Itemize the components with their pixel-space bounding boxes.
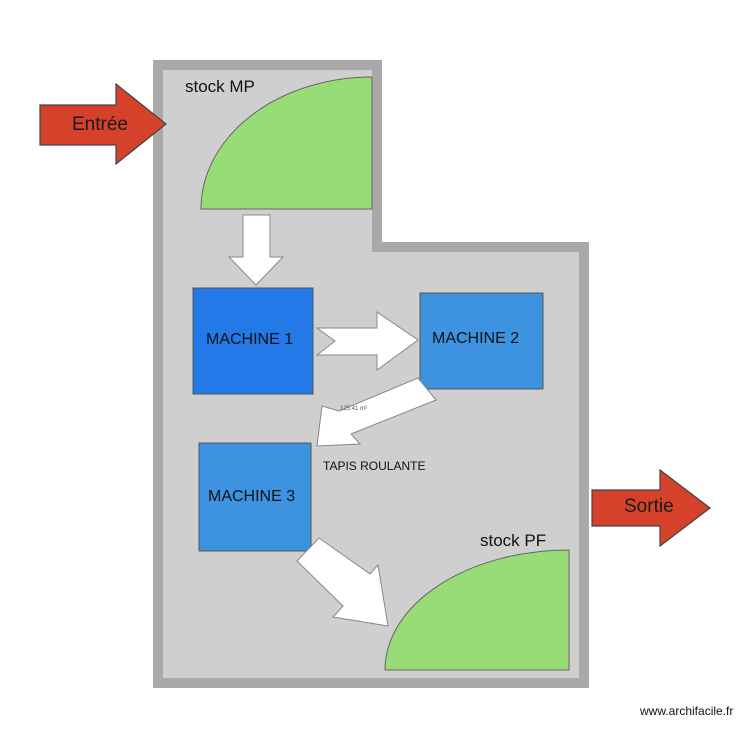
machine-1-box [192,287,314,395]
flow-arrow-mp-to-m1 [227,214,285,286]
machine-3-box [198,442,312,552]
stock-pf-label: stock PF [480,531,547,550]
machine-2-label: MACHINE 2 [432,330,520,347]
flow-arrow-m3-to-pf [296,537,389,627]
stock-mp-label: stock MP [185,77,255,96]
entry-arrow [39,82,167,166]
stock-mp-zone [200,76,373,210]
exit-label: Sortie [624,496,674,517]
exit-arrow [591,468,711,548]
conveyor-area-label: 125.41 m² [340,406,368,412]
flow-arrow-m2-to-m3 [316,377,437,447]
flow-arrow-m1-to-m2 [315,311,419,371]
entry-label: Entrée [72,114,128,135]
machine-3-label: MACHINE 3 [208,488,296,505]
watermark-text: www.archifacile.fr [640,704,734,718]
stock-pf-zone [384,549,570,671]
machine-1-label: MACHINE 1 [206,331,294,348]
machine-2-box [419,292,544,390]
conveyor-label: TAPIS ROULANTE [323,459,426,473]
